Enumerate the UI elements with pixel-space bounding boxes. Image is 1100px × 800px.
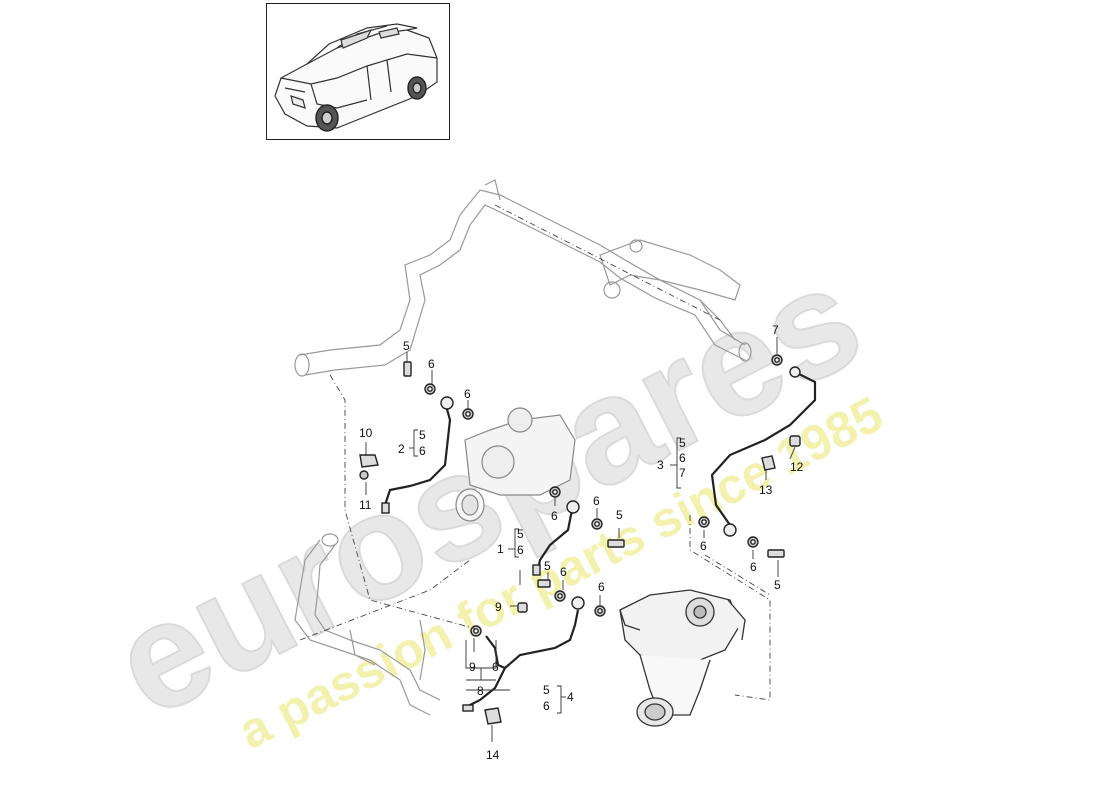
coolant-pipe-upper: [294, 179, 752, 377]
label-part-6-b: 6: [464, 387, 471, 401]
oil-line-2[interactable]: [383, 401, 452, 506]
part-labels: 2 5 6 1 5 6 3 5 6 7 4 5 6 8 9 6 5 6 6 10…: [359, 323, 804, 762]
label-part-14: 14: [486, 748, 500, 762]
label-group-1-sub-5: 5: [517, 527, 524, 541]
label-group-8-sub-9: 9: [469, 660, 476, 674]
label-group-4-sub-5: 5: [543, 683, 550, 697]
callout-brackets: [409, 429, 681, 714]
label-part-6-a: 6: [428, 357, 435, 371]
label-group-3-sub-6: 6: [679, 451, 686, 465]
suv-vehicle-icon: [274, 23, 438, 132]
label-part-13: 13: [759, 483, 773, 497]
leader-lines: [365, 337, 796, 742]
label-group-3-sub-5: 5: [679, 436, 686, 450]
label-part-9: 9: [495, 600, 502, 614]
label-part-11: 11: [359, 498, 372, 512]
label-part-12: 12: [790, 460, 804, 474]
oil-hose-8[interactable]: [485, 635, 506, 670]
label-group-3: 3: [657, 458, 664, 472]
label-group-3-sub-7: 7: [679, 466, 686, 480]
oil-line-1[interactable]: [536, 509, 574, 571]
label-part-5-c: 5: [774, 578, 781, 592]
label-part-10: 10: [359, 426, 373, 440]
label-group-1-sub-6: 6: [517, 543, 524, 557]
turbocharger-upper: [455, 407, 576, 522]
label-part-6-d: 6: [593, 494, 600, 508]
label-group-2: 2: [398, 442, 405, 456]
label-part-5-b: 5: [616, 508, 623, 522]
label-group-2-sub-6: 6: [419, 444, 426, 458]
label-group-4: 4: [567, 690, 574, 704]
label-group-1: 1: [497, 542, 504, 556]
label-part-6-e: 6: [700, 539, 707, 553]
oil-line-4[interactable]: [467, 609, 580, 707]
label-group-2-sub-5: 5: [419, 428, 426, 442]
label-part-6-g: 6: [560, 565, 567, 579]
label-part-6-h: 6: [598, 580, 605, 594]
label-part-5-d: 5: [544, 559, 551, 573]
label-group-4-sub-6: 6: [543, 699, 550, 713]
vehicle-thumbnail: [266, 3, 450, 140]
oil-line-3[interactable]: [710, 371, 817, 526]
label-part-6-f: 6: [750, 560, 757, 574]
label-part-5-a: 5: [403, 339, 410, 353]
label-part-6-c: 6: [551, 509, 558, 523]
coolant-pipe-lower: [294, 533, 441, 716]
label-group-8: 8: [477, 684, 484, 698]
turbocharger-lower[interactable]: [619, 589, 746, 727]
label-group-8-sub-6: 6: [492, 660, 499, 674]
guide-lines: [299, 204, 771, 701]
label-part-7: 7: [772, 323, 779, 337]
